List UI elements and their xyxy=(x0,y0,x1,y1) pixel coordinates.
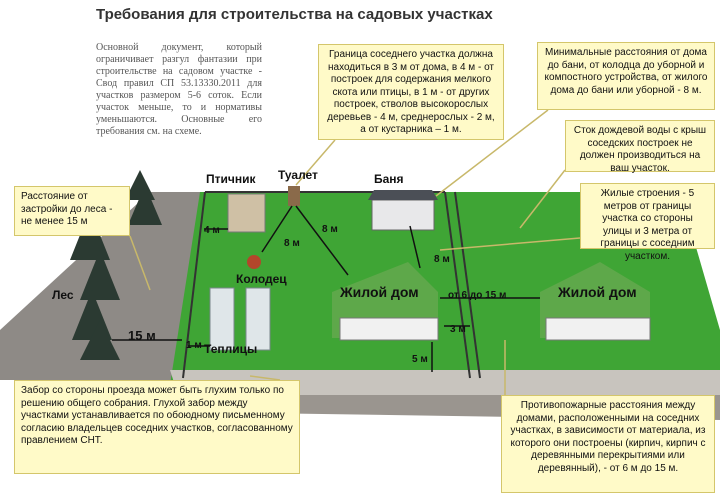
callout-leaders xyxy=(129,109,581,395)
bath-building xyxy=(368,190,438,231)
main-house xyxy=(332,262,439,341)
well xyxy=(247,255,261,269)
poultry-house xyxy=(227,193,266,233)
note-fire: Противопожарные расстояния между домами,… xyxy=(501,395,715,493)
label-well: Колодец xyxy=(236,272,287,286)
note-rainwater: Сток дождевой воды с крыш соседских пост… xyxy=(565,120,715,174)
dist-house-street: 5 м xyxy=(412,354,428,365)
distance-arrows xyxy=(112,205,540,372)
greenhouses xyxy=(209,287,271,351)
dist-poultry: 4 м xyxy=(204,225,220,236)
label-bath: Баня xyxy=(374,172,404,186)
dist-house-neighbor: 3 м xyxy=(450,324,466,335)
dist-between-houses: от 6 до 15 м xyxy=(448,290,507,301)
note-forest: Расстояние от застройки до леса - не мен… xyxy=(14,186,130,236)
label-poultry: Птичник xyxy=(206,172,256,186)
note-fence: Забор со стороны проезда может быть глух… xyxy=(14,380,300,474)
dist-forest: 15 м xyxy=(128,328,156,343)
page-title: Требования для строительства на садовых … xyxy=(96,6,493,23)
dist-greenhouse: 1 м xyxy=(186,340,202,351)
toilet-building xyxy=(288,186,300,206)
label-greenhouses: Теплицы xyxy=(204,342,258,356)
label-forest: Лес xyxy=(52,288,74,302)
note-min-distances: Минимальные расстояния от дома до бани, … xyxy=(537,42,715,110)
intro-text: Основной документ, который ограничивает … xyxy=(96,42,262,137)
label-main-house: Жилой дом xyxy=(340,284,419,300)
note-residential: Жилые строения - 5 метров от границы уча… xyxy=(580,183,715,262)
front-base xyxy=(170,370,720,395)
dist-toilet-well: 8 м xyxy=(284,238,300,249)
dist-bath-house: 8 м xyxy=(434,254,450,265)
dist-toilet-house: 8 м xyxy=(322,224,338,235)
note-neighbor-border: Граница соседнего участка должна находит… xyxy=(318,44,504,140)
neighbor-house xyxy=(540,262,651,341)
label-neighbor-house: Жилой дом xyxy=(558,284,637,300)
label-toilet: Туалет xyxy=(278,168,318,182)
